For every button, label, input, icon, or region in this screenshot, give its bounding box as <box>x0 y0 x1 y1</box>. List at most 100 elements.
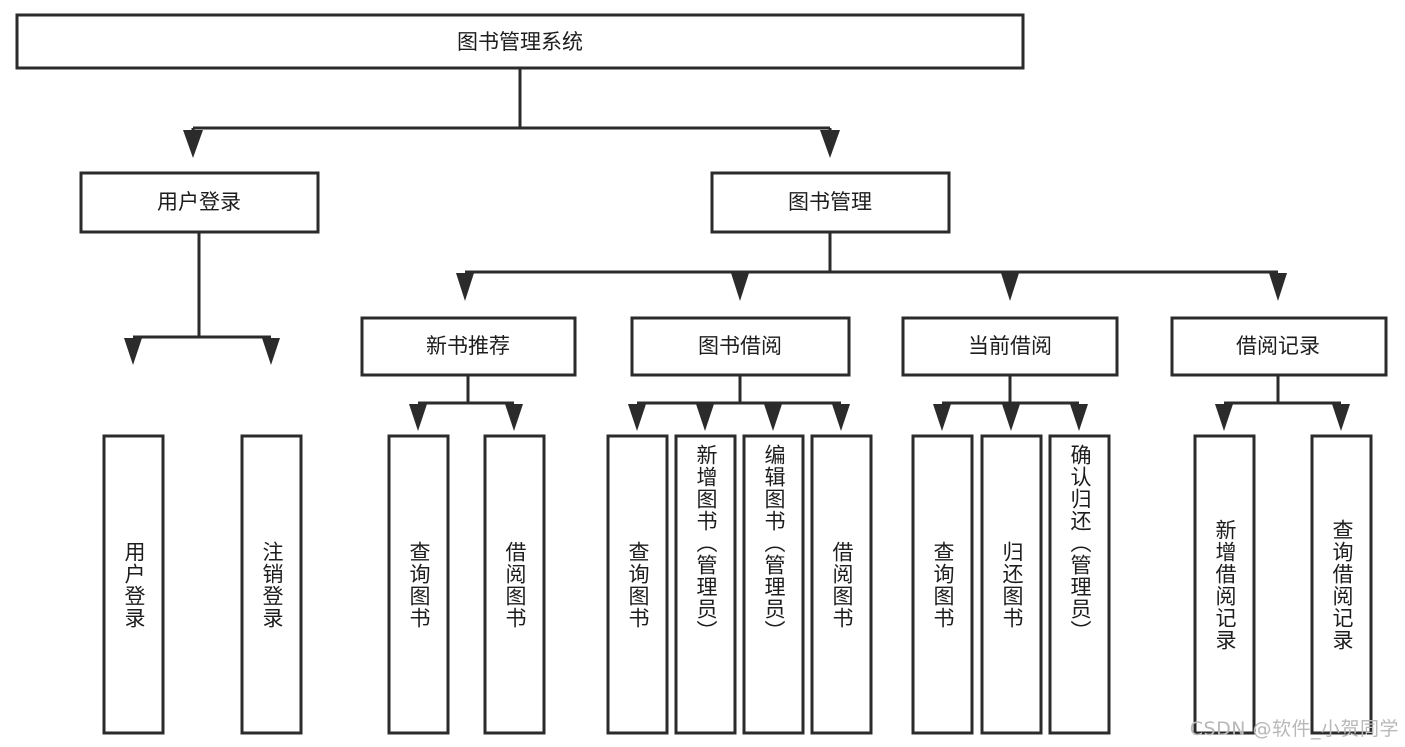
leaf-label-wrap-query-book-2: 查询图书 <box>608 436 667 733</box>
node-leaf-query-book-3-label: 查询图书 <box>931 540 955 629</box>
node-book-manage-box[interactable] <box>710 171 951 234</box>
leaf-label-wrap-query-record: 查询借阅记录 <box>1312 436 1371 733</box>
node-leaf-user-logout-box[interactable] <box>240 434 303 735</box>
node-leaf-add-record-box[interactable] <box>1193 434 1256 735</box>
arrowhead-book-borrow <box>731 273 749 301</box>
node-current-borrow-box[interactable] <box>901 316 1119 377</box>
leaf-label-wrap-add-book: 新增图书（管理员） <box>676 436 735 733</box>
leaf-label-wrap-user-logout: 注销登录 <box>242 436 301 733</box>
node-leaf-confirm-return-label: 确认归还（管理员） <box>1068 444 1092 642</box>
leaf-label-wrap-query-book-3: 查询图书 <box>913 436 972 733</box>
node-leaf-confirm-return-box[interactable] <box>1048 434 1111 735</box>
node-leaf-add-record-label: 新增借阅记录 <box>1213 518 1237 651</box>
node-leaf-query-book-2-box[interactable] <box>606 434 669 735</box>
node-book-borrow[interactable]: 图书借阅 <box>630 316 851 377</box>
node-leaf-user-logout[interactable] <box>240 434 303 735</box>
leaf-label-wrap-borrow-book-2: 借阅图书 <box>812 436 871 733</box>
node-leaf-return-book-box[interactable] <box>980 434 1043 735</box>
node-leaf-borrow-book-2-box[interactable] <box>810 434 873 735</box>
arrowhead-borrow-record <box>1269 273 1287 301</box>
connector-group-new-book-rec <box>409 375 523 431</box>
arrowhead-leaf-user-logout <box>262 338 280 365</box>
arrowhead-new-book-rec <box>456 273 474 301</box>
arrowhead-leaf-query-record <box>1332 404 1350 431</box>
arrowhead-leaf-borrow-book-1 <box>505 404 523 431</box>
connector-group-book-manage <box>456 232 1287 301</box>
node-book-borrow-label: 图书借阅 <box>698 334 782 358</box>
leaf-label-wrap-confirm-return: 确认归还（管理员） <box>1050 436 1109 733</box>
node-leaf-query-record-label: 查询借阅记录 <box>1330 518 1354 651</box>
arrowhead-leaf-return-book <box>1002 404 1020 431</box>
node-leaf-add-record[interactable] <box>1193 434 1256 735</box>
node-leaf-edit-book[interactable] <box>742 434 805 735</box>
node-leaf-add-book-label: 新增图书（管理员） <box>694 444 718 642</box>
node-book-borrow-box[interactable] <box>630 316 851 377</box>
arrowhead-leaf-confirm-return <box>1070 404 1088 431</box>
leaf-label-wrap-return-book: 归还图书 <box>982 436 1041 733</box>
node-book-manage-label: 图书管理 <box>788 190 872 214</box>
leaf-label-wrap-borrow-book-1: 借阅图书 <box>485 436 544 733</box>
node-leaf-return-book-label: 归还图书 <box>1000 540 1024 629</box>
arrowhead-leaf-query-book-2 <box>628 404 646 431</box>
node-leaf-query-record[interactable] <box>1310 434 1373 735</box>
node-user-login-label: 用户登录 <box>157 190 241 214</box>
leaf-label-wrap-edit-book: 编辑图书（管理员） <box>744 436 803 733</box>
leaf-label-wrap-query-book-1: 查询图书 <box>389 436 448 733</box>
node-borrow-record-box[interactable] <box>1170 316 1388 377</box>
csdn-watermark: CSDN @软件_小贺同学 <box>1189 718 1399 740</box>
arrowhead-user-login <box>183 130 203 158</box>
connector-group-borrow-record <box>1215 375 1350 431</box>
node-user-login-box[interactable] <box>79 171 320 234</box>
node-new-book-rec-label: 新书推荐 <box>426 334 510 358</box>
connector-group-current-borrow <box>933 375 1088 431</box>
arrowhead-leaf-add-book <box>696 404 714 431</box>
node-leaf-edit-book-label: 编辑图书（管理员） <box>762 444 786 642</box>
node-leaf-add-book[interactable] <box>674 434 737 735</box>
node-root-label: 图书管理系统 <box>457 30 583 54</box>
node-new-book-rec-box[interactable] <box>360 316 577 377</box>
node-root[interactable]: 图书管理系统 <box>15 13 1025 70</box>
arrowhead-book-manage <box>820 130 840 158</box>
node-leaf-edit-book-box[interactable] <box>742 434 805 735</box>
node-leaf-query-book-2[interactable] <box>606 434 669 735</box>
node-leaf-return-book[interactable] <box>980 434 1043 735</box>
node-leaf-borrow-book-2[interactable] <box>810 434 873 735</box>
arrowhead-leaf-query-book-1 <box>409 404 427 431</box>
node-borrow-record-label: 借阅记录 <box>1236 334 1320 358</box>
leaf-label-wrap-user-login: 用户登录 <box>104 436 163 733</box>
node-leaf-borrow-book-1-label: 借阅图书 <box>503 540 527 629</box>
node-leaf-query-book-2-label: 查询图书 <box>626 540 650 629</box>
leaf-label-wrap-add-record: 新增借阅记录 <box>1195 436 1254 733</box>
arrowhead-leaf-edit-book <box>764 404 782 431</box>
node-current-borrow-label: 当前借阅 <box>968 334 1052 358</box>
node-new-book-rec[interactable]: 新书推荐 <box>360 316 577 377</box>
node-leaf-user-logout-label: 注销登录 <box>260 540 284 629</box>
node-borrow-record[interactable]: 借阅记录 <box>1170 316 1388 377</box>
node-leaf-confirm-return[interactable] <box>1048 434 1111 735</box>
node-book-manage[interactable]: 图书管理 <box>710 171 951 234</box>
node-leaf-borrow-book-2-label: 借阅图书 <box>830 540 854 629</box>
node-root-box[interactable] <box>15 13 1025 70</box>
connector-group-book-borrow <box>628 375 850 431</box>
node-leaf-query-book-1-label: 查询图书 <box>407 540 431 629</box>
arrowhead-current-borrow <box>1001 273 1019 301</box>
node-leaf-query-book-1-box[interactable] <box>387 434 450 735</box>
node-current-borrow[interactable]: 当前借阅 <box>901 316 1119 377</box>
arrowhead-leaf-add-record <box>1215 404 1233 431</box>
arrowhead-leaf-query-book-3 <box>933 404 951 431</box>
node-leaf-add-book-box[interactable] <box>674 434 737 735</box>
node-leaf-borrow-book-1-box[interactable] <box>483 434 546 735</box>
node-user-login[interactable]: 用户登录 <box>79 171 320 234</box>
node-leaf-query-record-box[interactable] <box>1310 434 1373 735</box>
node-leaf-borrow-book-1[interactable] <box>483 434 546 735</box>
node-leaf-query-book-3-box[interactable] <box>911 434 974 735</box>
arrowhead-leaf-user-login <box>124 338 142 365</box>
node-leaf-user-login-box[interactable] <box>102 434 165 735</box>
node-leaf-query-book-3[interactable] <box>911 434 974 735</box>
arrowhead-leaf-borrow-book-2 <box>832 404 850 431</box>
node-leaf-query-book-1[interactable] <box>387 434 450 735</box>
connector-group-user-login <box>124 232 280 365</box>
node-leaf-user-login[interactable] <box>102 434 165 735</box>
